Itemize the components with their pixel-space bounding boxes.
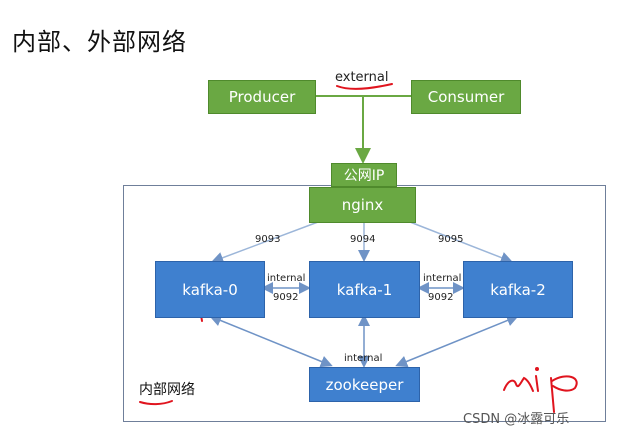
internal-network-label: 内部网络 bbox=[139, 382, 195, 398]
kafka-2-node: kafka-2 bbox=[463, 261, 573, 318]
consumer-label: Consumer bbox=[427, 88, 505, 106]
consumer-node: Consumer bbox=[411, 80, 521, 114]
kafka-0-node: kafka-0 bbox=[155, 261, 265, 318]
kafka-1-label: kafka-1 bbox=[336, 280, 393, 299]
producer-label: Producer bbox=[228, 88, 296, 106]
port-label-9093: 9093 bbox=[255, 234, 281, 245]
producer-node: Producer bbox=[208, 80, 316, 114]
port-label-9094: 9094 bbox=[350, 234, 376, 245]
internal-port-right: 9092 bbox=[428, 292, 454, 303]
port-label-9095: 9095 bbox=[438, 234, 464, 245]
zookeeper-label: zookeeper bbox=[325, 375, 404, 394]
internal-label-left: internal bbox=[267, 273, 306, 284]
nginx-label: nginx bbox=[341, 196, 384, 214]
kafka-0-label: kafka-0 bbox=[182, 280, 238, 299]
nginx-node: nginx bbox=[309, 187, 416, 223]
edge-nginx-kafka2 bbox=[409, 221, 513, 264]
external-label: external bbox=[335, 70, 389, 85]
public-ip-label: 公网IP bbox=[343, 168, 385, 184]
page-title: 内部、外部网络 bbox=[12, 28, 187, 56]
kafka-2-label: kafka-2 bbox=[490, 280, 546, 299]
kafka-1-node: kafka-1 bbox=[309, 261, 420, 318]
edge-kafka2-zookeeper bbox=[395, 314, 519, 368]
public-ip-node: 公网IP bbox=[331, 163, 397, 187]
edge-nginx-kafka0 bbox=[211, 221, 319, 264]
internal-label-right: internal bbox=[423, 273, 462, 284]
edge-kafka0-zookeeper bbox=[209, 314, 333, 368]
internal-label-bottom: internal bbox=[344, 353, 383, 364]
internal-port-left: 9092 bbox=[273, 292, 299, 303]
zookeeper-node: zookeeper bbox=[309, 367, 420, 402]
watermark: CSDN @冰露可乐 bbox=[463, 412, 570, 427]
